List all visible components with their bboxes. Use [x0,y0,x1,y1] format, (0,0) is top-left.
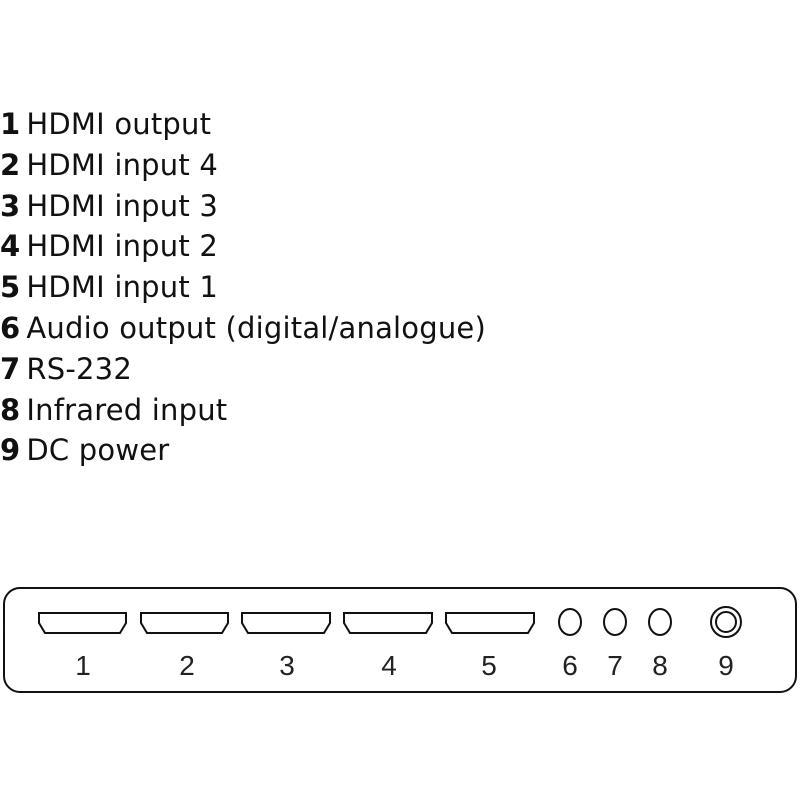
legend-number: 3 [0,188,21,223]
panel-outline [3,587,797,693]
audio-port [558,608,582,636]
port-number: 3 [279,650,295,681]
port-number: 2 [179,650,195,681]
legend-number: 1 [0,107,21,141]
port-number: 1 [75,650,91,681]
hdmi-port-3 [241,612,331,634]
legend-label: HDMI input 4 [26,147,218,182]
legend-number: 2 [0,147,21,182]
legend-number: 8 [0,392,21,427]
legend-label: HDMI input 2 [26,229,218,264]
rs232-port [603,608,627,636]
dc-power-port-inner [715,611,737,633]
legend-label: HDMI input 1 [26,270,218,305]
port-number: 9 [718,650,734,681]
dc-power-port [710,606,742,638]
legend-number: 4 [0,229,21,264]
legend-label: Audio output (digital/analogue) [26,310,486,345]
legend-label: RS-232 [26,351,132,386]
legend-label: HDMI output [26,107,212,141]
legend-number: 5 [0,270,21,305]
port-number: 6 [562,650,578,681]
legend-label: DC power [26,433,170,468]
port-number: 4 [381,650,397,681]
legend-number: 6 [0,310,21,345]
hdmi-port-4 [343,612,433,634]
port-number: 5 [481,650,497,681]
legend-number: 9 [0,433,21,468]
port-number: 7 [607,650,623,681]
infrared-port [648,608,672,636]
hdmi-port-1 [38,612,127,634]
hdmi-port-5 [445,612,535,634]
port-number: 8 [652,650,668,681]
legend-number: 7 [0,351,21,386]
hdmi-port-2 [140,612,229,634]
legend-label: HDMI input 3 [26,188,218,223]
legend-label: Infrared input [26,392,228,427]
